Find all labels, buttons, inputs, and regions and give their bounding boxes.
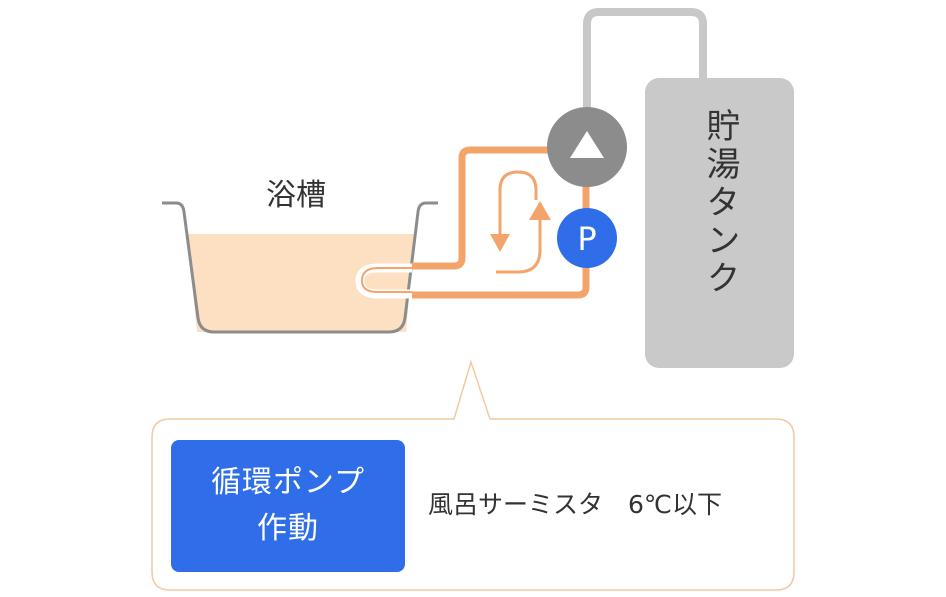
circulation-arrowhead-down-icon <box>490 234 510 252</box>
pump-status-line1: 循環ポンプ <box>210 465 366 500</box>
return-pipe <box>412 180 590 299</box>
pump-status-badge: 循環ポンプ 作動 <box>171 440 405 572</box>
bathtub-label: 浴槽 <box>266 178 326 213</box>
circulation-arrow-down <box>498 170 538 236</box>
bath-water <box>187 234 414 332</box>
heat-exchanger-coil-core <box>360 267 412 293</box>
circulation-arrow-up <box>496 218 542 274</box>
circulation-pipe <box>412 146 558 270</box>
storage-tank-label: 貯湯タンク <box>700 108 740 298</box>
storage-tank <box>645 78 794 368</box>
pump-label: P <box>577 220 596 258</box>
pump <box>557 208 617 268</box>
circulation-arrowhead-up-icon <box>529 201 551 220</box>
condition-text: 風呂サーミスタ 6℃以下 <box>428 490 722 519</box>
tank-outlet-pipe <box>583 7 707 112</box>
valve-triangle-icon <box>570 131 604 158</box>
pump-status-line2: 作動 <box>257 511 319 546</box>
bathtub-outline <box>162 201 438 334</box>
